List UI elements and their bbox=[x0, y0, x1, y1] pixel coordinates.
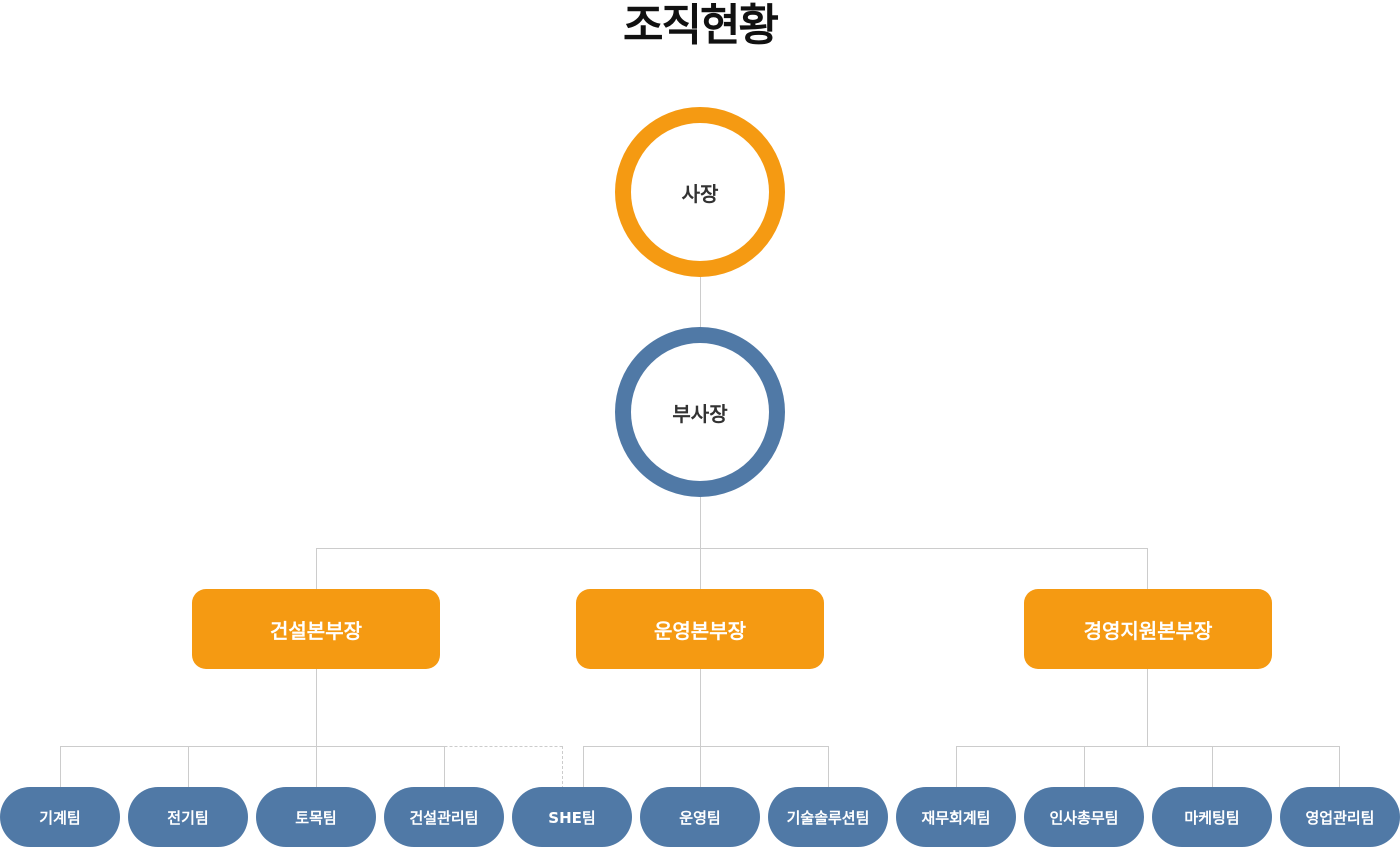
team-tech-solutions: 기술솔루션팀 bbox=[768, 787, 888, 847]
team-operations: 운영팀 bbox=[640, 787, 760, 847]
team-electrical: 전기팀 bbox=[128, 787, 248, 847]
team-marketing: 마케팅팀 bbox=[1152, 787, 1272, 847]
vice-president-label: 부사장 bbox=[672, 401, 728, 426]
team-civil: 토목팀 bbox=[256, 787, 376, 847]
ceo-label: 사장 bbox=[681, 181, 719, 206]
hq-operations: 운영본부장 bbox=[576, 589, 824, 669]
team-mechanical: 기계팀 bbox=[0, 787, 120, 847]
team-finance-accounting: 재무회계팀 bbox=[896, 787, 1016, 847]
page-title: 조직현황 bbox=[623, 0, 779, 51]
hq-management-support: 경영지원본부장 bbox=[1024, 589, 1272, 669]
vice-president-node: 부사장 bbox=[615, 327, 785, 497]
team-sales-mgmt: 영업관리팀 bbox=[1280, 787, 1400, 847]
hq-construction: 건설본부장 bbox=[192, 589, 440, 669]
team-hr-general-affairs: 인사총무팀 bbox=[1024, 787, 1144, 847]
ceo-node: 사장 bbox=[615, 107, 785, 277]
team-construction-mgmt: 건설관리팀 bbox=[384, 787, 504, 847]
team-she: SHE팀 bbox=[512, 787, 632, 847]
